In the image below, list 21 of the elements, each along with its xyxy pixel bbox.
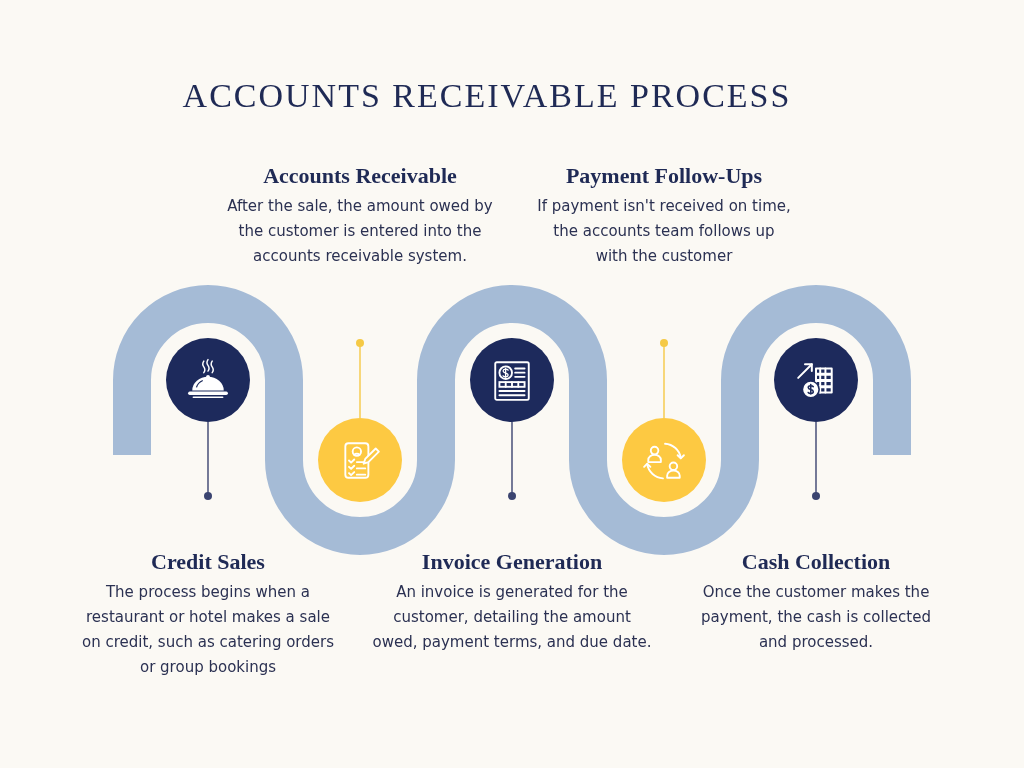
leader-line xyxy=(204,421,212,500)
step-heading: Accounts Receivable xyxy=(263,162,457,190)
step-circle xyxy=(774,338,858,422)
step-description: If payment isn't received on time, the accounts team follows up with the customer xyxy=(536,196,792,267)
leader-line xyxy=(508,421,516,500)
step-circle xyxy=(470,338,554,422)
step-circle xyxy=(166,338,250,422)
step-description: An invoice is generated for the customer, detailing the amount owed, payment terms, and due date. xyxy=(371,582,653,653)
leader-line xyxy=(660,339,668,419)
step-description: The process begins when a restaurant or hotel makes a sale on credit, such as catering orders or group bookings xyxy=(81,582,335,678)
step-circle xyxy=(318,418,402,502)
title: ACCOUNTS RECEIVABLE PROCESS xyxy=(182,76,792,116)
step-description: After the sale, the amount owed by the customer is entered into the accounts receivable system. xyxy=(226,196,494,267)
leader-line xyxy=(356,339,364,419)
step-heading: Invoice Generation xyxy=(421,548,603,576)
step-description: Once the customer makes the payment, the cash is collected and processed. xyxy=(700,582,932,653)
step-heading: Payment Follow-Ups xyxy=(565,162,763,190)
step-heading: Cash Collection xyxy=(741,548,891,576)
step-circle xyxy=(622,418,706,502)
step-heading: Credit Sales xyxy=(151,548,265,576)
leader-line xyxy=(812,421,820,500)
